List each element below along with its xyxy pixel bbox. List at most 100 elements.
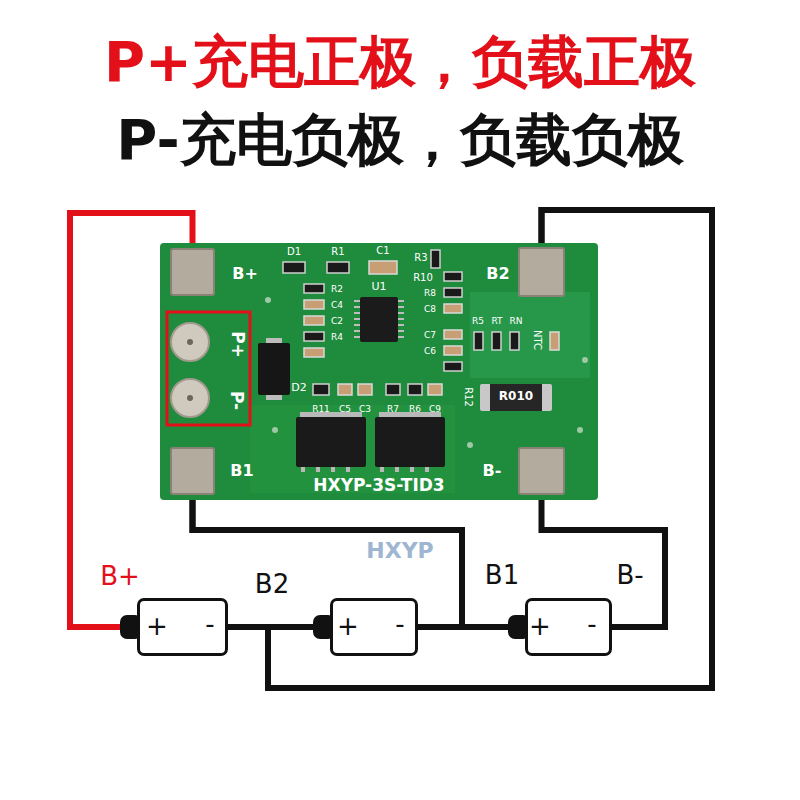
component-label-holder: R7	[387, 404, 399, 414]
component-label: R7	[387, 404, 399, 414]
component-label: R11	[312, 404, 330, 414]
subtitle-holder: P-充电负极，负载负极	[116, 108, 683, 172]
component-label: R8	[424, 288, 436, 298]
component-label: D2	[291, 382, 306, 395]
watermark-holder: HXYP	[362, 538, 437, 563]
pad-label-holder: P+	[224, 336, 251, 353]
component-label: R12	[463, 387, 473, 407]
polarity-sign: +	[529, 612, 551, 642]
component-label: D1	[287, 246, 301, 258]
wire-label: B+	[100, 562, 140, 592]
component-label-holder: RT	[491, 316, 502, 326]
pad-label-holder: B2	[486, 265, 509, 283]
component-label: R010	[499, 390, 533, 404]
component-label-holder: R6	[409, 404, 421, 414]
watermark: HXYP	[362, 538, 437, 563]
component-label-holder: C4	[331, 300, 343, 310]
component-label-holder: C2	[331, 316, 343, 326]
solder-pad: B+	[170, 248, 215, 296]
polarity-sign-holder: +	[146, 612, 168, 642]
wire	[193, 495, 463, 627]
title-holder: P+充电正极，负载正极	[104, 30, 696, 94]
board-marking-holder: HXYP-3S-TID3	[313, 476, 444, 496]
wire	[418, 624, 508, 630]
component-label-holder: D1	[287, 246, 301, 258]
pad-label-holder: P-	[227, 392, 246, 409]
polarity-sign-holder: -	[587, 610, 596, 640]
board-marking: HXYP-3S-TID3	[313, 476, 444, 496]
wire-label-holder: B1	[485, 561, 519, 591]
component-label-holder: C6	[424, 346, 436, 356]
component-label: RN	[510, 316, 523, 326]
round-pad: P-	[170, 378, 210, 418]
polarity-sign: +	[146, 612, 168, 642]
wire-label: B2	[255, 570, 289, 600]
pad-label: B-	[483, 462, 502, 480]
pad-label: P+	[229, 331, 246, 358]
round-pad: P+	[170, 322, 210, 362]
polarity-sign: -	[205, 610, 214, 640]
component-label-holder: R1	[331, 246, 344, 258]
component-label: C7	[424, 330, 436, 340]
battery-cell: +-	[120, 598, 228, 656]
pad-label: B2	[486, 265, 509, 283]
wire-label-holder: B+	[100, 562, 140, 592]
component-label-holder: D2	[291, 382, 306, 395]
wire-label-holder: B-	[616, 561, 643, 591]
polarity-sign-holder: +	[529, 612, 551, 642]
component-label: RT	[491, 316, 502, 326]
component-label-holder: C5	[339, 404, 351, 414]
component-label-holder: RN	[510, 316, 523, 326]
component-label-holder: C1	[376, 245, 389, 257]
component-label-holder: C3	[359, 404, 371, 414]
component-label: C1	[376, 245, 389, 257]
component-label: R3	[414, 252, 427, 264]
wire-label: B-	[616, 561, 643, 591]
component-label: R1	[331, 246, 344, 258]
pad-hole	[187, 395, 193, 401]
pad-label-holder: B-	[483, 462, 502, 480]
component-label: U1	[371, 281, 386, 294]
component-label-holder: R4	[331, 332, 343, 342]
component-label: R10	[413, 272, 433, 284]
component-label-holder: R11	[312, 404, 330, 414]
solder-pad: B2	[518, 247, 565, 297]
subtitle: P-充电负极，负载负极	[116, 108, 683, 172]
pad-label: B1	[230, 462, 253, 480]
pad-label: P-	[229, 390, 246, 409]
component-label-holder: C9	[429, 404, 441, 414]
component-label: C8	[424, 304, 436, 314]
wire	[228, 624, 313, 630]
pad-hole	[187, 339, 193, 345]
component-label-holder: R010	[499, 390, 533, 404]
component-label-holder: R10	[413, 272, 433, 284]
battery-cell: +-	[508, 598, 612, 656]
component-label: R4	[331, 332, 343, 342]
title: P+充电正极，负载正极	[104, 30, 696, 94]
pad-label-holder: B+	[232, 265, 258, 283]
component-label: C6	[424, 346, 436, 356]
polarity-sign: -	[587, 610, 596, 640]
polarity-sign-holder: -	[205, 610, 214, 640]
component-label: R2	[331, 284, 343, 294]
component-label-holder: R2	[331, 284, 343, 294]
battery-cell: +-	[313, 598, 418, 656]
component-label-holder: C7	[424, 330, 436, 340]
component-label-holder: R8	[424, 288, 436, 298]
component-label: C3	[359, 404, 371, 414]
polarity-sign: -	[395, 610, 404, 640]
polarity-sign-holder: +	[337, 612, 359, 642]
component-label-holder: U1	[371, 281, 386, 294]
polarity-sign-holder: -	[395, 610, 404, 640]
component-label: C4	[331, 300, 343, 310]
component-label-holder: R5	[472, 316, 484, 326]
wire-label-holder: B2	[255, 570, 289, 600]
pad-label-holder: B1	[230, 462, 253, 480]
component-label: R5	[472, 316, 484, 326]
component-label-holder: NTC	[527, 335, 547, 345]
wire-label: B1	[485, 561, 519, 591]
pad-label: B+	[232, 265, 258, 283]
component-label: R6	[409, 404, 421, 414]
component-label: C2	[331, 316, 343, 326]
